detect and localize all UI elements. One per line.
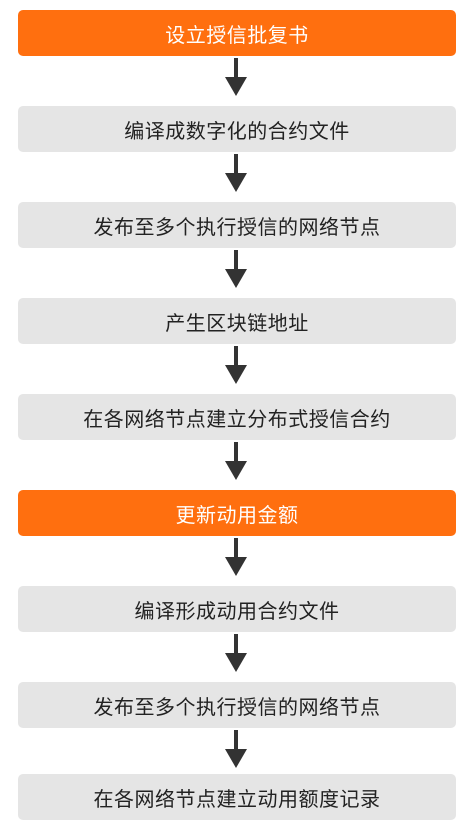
arrow-down-icon — [225, 346, 247, 384]
arrow-down-icon — [225, 634, 247, 672]
arrow-down-icon — [225, 538, 247, 576]
step-generate-address: 产生区块链地址 — [18, 298, 456, 344]
arrow-down-icon — [225, 442, 247, 480]
step-label: 编译成数字化的合约文件 — [124, 118, 350, 143]
step-label: 在各网络节点建立分布式授信合约 — [83, 406, 391, 431]
arrow-down-icon — [225, 58, 247, 96]
step-label: 产生区块链地址 — [165, 310, 309, 335]
step-label: 在各网络节点建立动用额度记录 — [93, 786, 381, 811]
step-label: 更新动用金额 — [175, 502, 299, 527]
step-label: 设立授信批复书 — [165, 22, 309, 47]
step-build-credit-contract: 在各网络节点建立分布式授信合约 — [18, 394, 456, 440]
step-set-credit-approval: 设立授信批复书 — [18, 10, 456, 56]
step-update-amount: 更新动用金额 — [18, 490, 456, 536]
arrow-down-icon — [225, 250, 247, 288]
step-label: 编译形成动用合约文件 — [134, 598, 340, 623]
arrow-down-icon — [225, 730, 247, 768]
step-publish-to-nodes-2: 发布至多个执行授信的网络节点 — [18, 682, 456, 728]
step-label: 发布至多个执行授信的网络节点 — [93, 694, 381, 719]
step-compile-drawdown: 编译形成动用合约文件 — [18, 586, 456, 632]
arrow-down-icon — [225, 154, 247, 192]
step-compile-contract: 编译成数字化的合约文件 — [18, 106, 456, 152]
step-build-drawdown-record: 在各网络节点建立动用额度记录 — [18, 774, 456, 820]
step-publish-to-nodes: 发布至多个执行授信的网络节点 — [18, 202, 456, 248]
step-label: 发布至多个执行授信的网络节点 — [93, 214, 381, 239]
